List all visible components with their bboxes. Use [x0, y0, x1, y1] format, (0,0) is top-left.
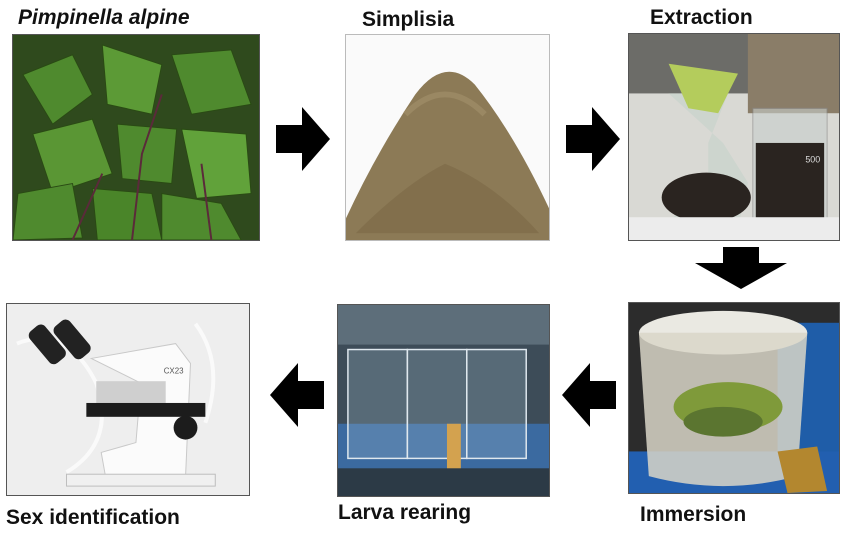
larva-rearing-photo [337, 304, 550, 497]
beaker-graduation-text: 500 [805, 155, 820, 165]
immersion-photo [628, 302, 840, 494]
step-label-pimpinella: Pimpinella alpine [18, 6, 190, 29]
arrow-right-1 [276, 107, 330, 171]
plant-photo [12, 34, 260, 241]
microscope-photo: CX23 [6, 303, 250, 496]
arrow-right-2 [566, 107, 620, 171]
step-label-sex-identification: Sex identification [6, 506, 180, 529]
arrow-left-1 [562, 363, 616, 427]
microscope-model-text: CX23 [164, 366, 184, 375]
arrow-down [695, 247, 787, 289]
arrow-left-2 [270, 363, 324, 427]
extraction-photo: 500 [628, 33, 840, 241]
simplisia-powder-photo [345, 34, 550, 241]
step-label-immersion: Immersion [640, 503, 747, 526]
step-label-larva-rearing: Larva rearing [338, 501, 472, 524]
step-label-extraction: Extraction [650, 6, 753, 29]
step-label-simplisia: Simplisia [362, 8, 455, 31]
